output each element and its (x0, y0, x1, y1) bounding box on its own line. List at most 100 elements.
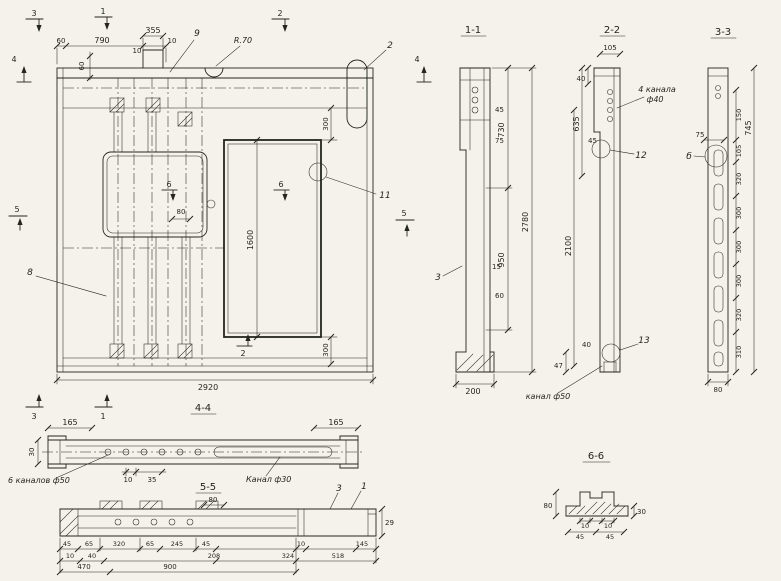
callout-3: 3 (435, 273, 441, 283)
section-2-2-linework (591, 67, 621, 373)
dim-75: 75 (696, 131, 705, 139)
section-2-2-dimensions: 40 105 635 45 2100 40 47 12 13 4 канала … (554, 44, 676, 376)
dim-635: 635 (572, 116, 581, 131)
dim-30: 30 (637, 508, 646, 516)
dim-10-a: 10 (581, 522, 589, 530)
section-title-6-6: 6-6 (588, 451, 604, 462)
dim-t2-40: 40 (88, 552, 96, 560)
dim-790: 790 (94, 36, 109, 45)
dim-t3-470: 470 (77, 563, 90, 571)
plan-linework (56, 49, 374, 373)
section-mark-4-left: 4 (11, 55, 16, 64)
note-4-kanala: 4 канала (638, 85, 676, 94)
section-4-4-dimensions: 165 165 30 10 35 6 каналов ф50 Канал ф30 (8, 418, 362, 485)
section-title-4-4: 4-4 (195, 403, 211, 414)
dim-t2-208: 208 (208, 552, 220, 560)
dim-45: 45 (495, 106, 504, 114)
dim-10: 10 (124, 476, 133, 484)
section-mark-2-inner: 2 (240, 349, 245, 358)
callout-3: 3 (336, 484, 342, 494)
section-title-1-1: 1-1 (465, 25, 481, 36)
dim-80: 80 (209, 496, 218, 504)
dim-10-b: 10 (604, 522, 612, 530)
section-3-3-dimensions: 75 150 105 320 300 300 300 320 310 745 8… (686, 64, 758, 394)
dim-730: 730 (497, 122, 506, 137)
section-title-3-3: 3-3 (715, 27, 731, 38)
dim-80: 80 (544, 502, 553, 510)
callout-2: 2 (387, 41, 393, 51)
dim-seg-105: 105 (735, 145, 743, 157)
section-1-1-dimensions: 730 950 2780 45 75 15 60 200 3 канал ф50 (435, 64, 603, 401)
dim-t1-45a: 45 (63, 540, 71, 548)
dim-15: 15 (492, 263, 501, 271)
note-f40: ф40 (646, 95, 663, 104)
section-mark-3-top: 3 (31, 9, 36, 18)
dim-45-b: 45 (606, 533, 614, 541)
plan-section-marks: 3 1 2 4 4 5 5 6 6 3 1 2 (8, 7, 432, 421)
section-1-1-linework (455, 67, 495, 373)
dim-745: 745 (744, 120, 753, 135)
callout-b: б (686, 152, 692, 162)
callout-11: 11 (379, 191, 390, 201)
dim-45: 45 (588, 137, 597, 145)
callout-9: 9 (194, 29, 200, 39)
dim-75: 75 (495, 137, 504, 145)
section-1-1: 1-1 (435, 25, 603, 401)
dim-2920: 2920 (198, 383, 218, 392)
dim-29: 29 (385, 519, 394, 527)
section-mark-5-left: 5 (14, 205, 19, 214)
dim-t2-518: 518 (332, 552, 344, 560)
dim-seg-310: 310 (735, 346, 743, 358)
dim-t1-320: 320 (113, 540, 125, 548)
section-5-5-dimensions: 80 3 1 45 65 320 65 245 45 10 145 10 40 … (56, 482, 394, 576)
dim-2100: 2100 (564, 236, 573, 256)
section-mark-5-right: 5 (401, 209, 406, 218)
section-mark-3-bottom: 3 (31, 412, 36, 421)
dim-40-top: 40 (577, 75, 586, 83)
section-4-4: 4-4 165 165 (8, 403, 364, 485)
dim-t1-65b: 65 (146, 540, 154, 548)
callout-8: 8 (27, 268, 33, 278)
dim-60: 60 (495, 292, 504, 300)
dim-t1-10: 10 (297, 540, 305, 548)
section-6-6-linework (565, 491, 629, 517)
dim-30: 30 (28, 448, 36, 457)
section-title-2-2: 2-2 (604, 25, 620, 36)
callout-13: 13 (638, 336, 650, 346)
dim-165-left: 165 (62, 418, 77, 427)
dim-seg-150: 150 (735, 109, 743, 121)
note-r70: R.70 (234, 36, 252, 45)
dim-60-vert: 60 (78, 62, 86, 71)
note-kanal-f50: канал ф50 (526, 392, 571, 401)
dim-10-tab: 10 (133, 47, 142, 55)
dim-300-top: 300 (322, 117, 330, 130)
dim-355: 355 (145, 26, 160, 35)
section-6-6-dimensions: 80 10 10 45 45 30 (544, 488, 646, 541)
dim-80: 80 (177, 208, 186, 216)
callout-12: 12 (635, 151, 647, 161)
section-3-3-linework (704, 67, 729, 373)
dim-950: 950 (497, 252, 506, 267)
dim-165-right: 165 (328, 418, 343, 427)
section-6-6: 6-6 80 (544, 451, 646, 541)
plan-callouts: 9 R.70 2 11 8 (27, 29, 393, 297)
section-5-5-linework (59, 500, 377, 537)
dim-300-bottom: 300 (322, 343, 330, 356)
section-mark-6-left: 6 (166, 180, 171, 189)
note-6-channels-f50: 6 каналов ф50 (8, 476, 70, 485)
dim-t3-900: 900 (163, 563, 176, 571)
dim-45-a: 45 (576, 533, 584, 541)
dim-105: 105 (603, 44, 616, 52)
plan-view: 3 1 2 4 4 5 5 6 6 3 1 2 (8, 7, 432, 421)
dim-seg-320a: 320 (735, 173, 743, 185)
section-mark-4-right: 4 (414, 55, 419, 64)
section-title-5-5: 5-5 (200, 482, 216, 493)
dim-80: 80 (714, 386, 723, 394)
dim-t1-45b: 45 (202, 540, 210, 548)
callout-1: 1 (361, 482, 367, 492)
dim-1600: 1600 (246, 230, 255, 250)
dim-t1-65a: 65 (85, 540, 93, 548)
dim-seg-300c: 300 (735, 275, 743, 287)
